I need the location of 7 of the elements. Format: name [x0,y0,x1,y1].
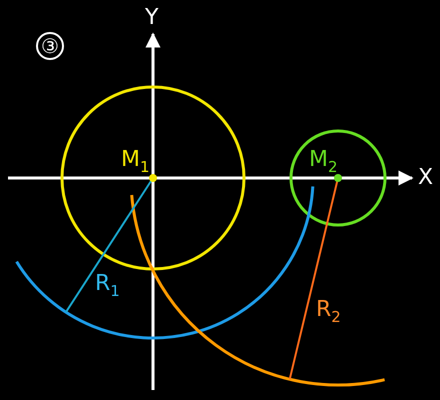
point-label: M$_{1}$ [121,148,150,172]
axis-label: Y [145,6,158,30]
radius-label: R$_{2}$ [316,298,341,322]
radius-label: R$_{1}$ [95,272,120,296]
axis-label: X [418,166,434,190]
step-number: ③ [36,32,64,60]
point-label: M$_{2}$ [309,148,338,172]
